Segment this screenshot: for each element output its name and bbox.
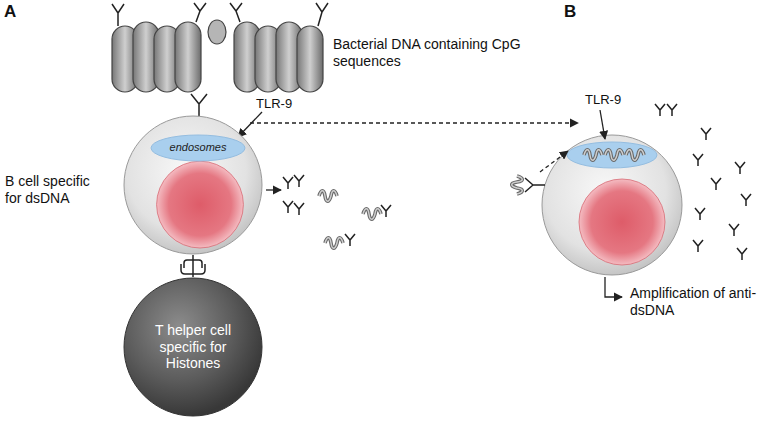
panel-letter: B xyxy=(564,2,576,22)
dashed-arrow xyxy=(540,151,568,172)
antibody xyxy=(283,177,293,189)
b-cell-receptor xyxy=(191,94,207,118)
dashed-arrow xyxy=(540,151,568,172)
dna-fragment xyxy=(345,234,355,246)
nucleosome xyxy=(112,4,124,26)
dna-fragment xyxy=(363,209,381,220)
b-cell xyxy=(542,135,682,275)
annotation-text: Bacterial DNA containing CpG sequences xyxy=(333,36,553,70)
b-cell-membrane xyxy=(124,116,262,254)
nucleosome xyxy=(316,3,328,26)
b-cell-receptor xyxy=(525,178,545,192)
nucleosome xyxy=(208,20,226,44)
antibody xyxy=(655,104,665,116)
cell-label: T helper cell specific for Histones xyxy=(143,322,243,372)
antibody xyxy=(693,154,703,166)
dna-fragment xyxy=(319,191,337,202)
nucleus xyxy=(157,161,244,248)
antibody xyxy=(735,162,745,174)
nucleosome xyxy=(112,3,328,92)
nucleosome xyxy=(175,22,201,92)
dashed-arrow xyxy=(250,123,578,124)
leader-arrow xyxy=(600,110,605,139)
panel-letter: A xyxy=(4,2,16,22)
antibody xyxy=(701,128,711,140)
b-cell xyxy=(567,142,657,168)
antibody xyxy=(294,175,304,187)
endosome-membrane xyxy=(151,135,245,161)
b-cell-receptor xyxy=(525,178,545,192)
antibody xyxy=(283,175,304,215)
antibody xyxy=(737,248,747,260)
cell-label: B cell specific for dsDNA xyxy=(5,173,105,207)
annotation-text: Amplification of anti-dsDNA xyxy=(630,285,760,319)
dna-fragment xyxy=(605,150,623,161)
antibody xyxy=(294,203,304,215)
antibody xyxy=(667,104,677,116)
dna-fragment xyxy=(319,191,391,249)
dna-fragment xyxy=(512,150,644,194)
leader-arrow xyxy=(600,110,622,297)
b-cell xyxy=(579,179,665,265)
leader-arrow xyxy=(266,189,281,190)
nucleosome xyxy=(297,26,323,92)
b-cell xyxy=(542,135,682,275)
t-helper-cell: T helper cell specific for Histones xyxy=(123,277,263,417)
dna-fragment xyxy=(381,205,391,217)
leader-arrow xyxy=(238,112,262,137)
connector-line xyxy=(192,255,194,277)
dashed-arrow xyxy=(250,122,578,123)
antibody xyxy=(283,201,293,213)
leader-arrow xyxy=(605,277,622,297)
b-cell-receptor xyxy=(191,94,207,118)
antibody xyxy=(655,104,751,260)
receptor-label: TLR-9 xyxy=(585,92,621,108)
nucleosome xyxy=(194,3,206,22)
receptor-label: TLR-9 xyxy=(256,96,292,112)
dna-fragment xyxy=(626,150,644,161)
dna-fragment xyxy=(512,176,523,194)
dna-fragment xyxy=(325,238,343,249)
antibody xyxy=(711,178,721,190)
nucleosome xyxy=(230,3,242,22)
antibody xyxy=(693,240,703,252)
organelle-label: endosomes xyxy=(170,141,227,154)
b-cell: B cell specific for dsDNAendosomes xyxy=(123,115,263,255)
antibody xyxy=(695,208,705,220)
antibody xyxy=(729,224,739,236)
endosome: endosomes xyxy=(150,134,246,162)
antibody xyxy=(741,194,751,206)
t-helper-cell-membrane xyxy=(124,278,262,416)
dna-fragment xyxy=(584,150,602,161)
